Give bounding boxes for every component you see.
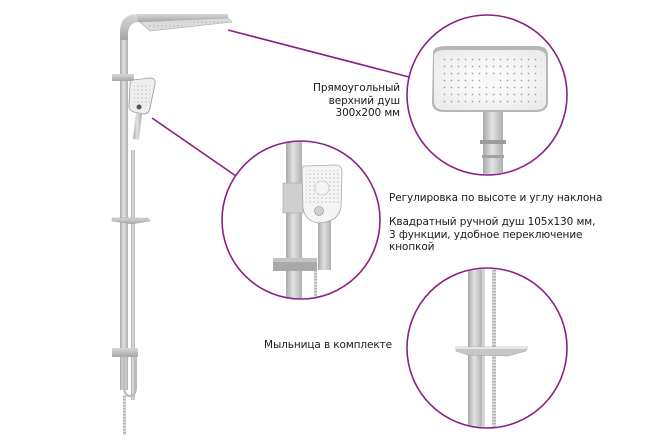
hand-shower-detail [273,141,343,299]
height-angle-text: Регулировка по высоте и углу наклона [389,192,603,204]
overhead-caption-line-3: 300x200 мм [335,107,401,119]
hand-shower-caption: Квадратный ручной душ 105x130 мм, 3 функ… [389,216,659,254]
connector-line-hand-shower [151,117,237,177]
shower-system-full [111,14,233,435]
overhead-shower-caption: Прямоугольный верхний душ 300x200 мм [290,82,400,120]
soap-dish-text: Мыльница в комплекте [264,339,393,351]
soap-dish-caption: Мыльница в комплекте [264,339,414,352]
callout-circle-hand-shower [221,140,381,300]
hand-caption-line-3: кнопкой [389,241,435,253]
overhead-shower-detail [432,46,548,174]
connector-line-overhead [227,29,410,78]
hand-caption-line-2: 3 функции, удобное переключение [389,228,583,241]
hand-shower-icon [128,77,156,140]
hand-caption-line-1: Квадратный ручной душ 105x130 мм, [389,216,596,228]
soap-dish-detail [455,269,529,427]
overhead-caption-line-2: верхний душ [328,94,400,107]
callout-circle-overhead [406,14,568,176]
callout-lines [151,14,568,429]
overhead-caption-line-1: Прямоугольный [313,82,400,94]
height-angle-caption: Регулировка по высоте и углу наклона [389,192,659,205]
callout-circle-soap-dish [406,267,568,429]
